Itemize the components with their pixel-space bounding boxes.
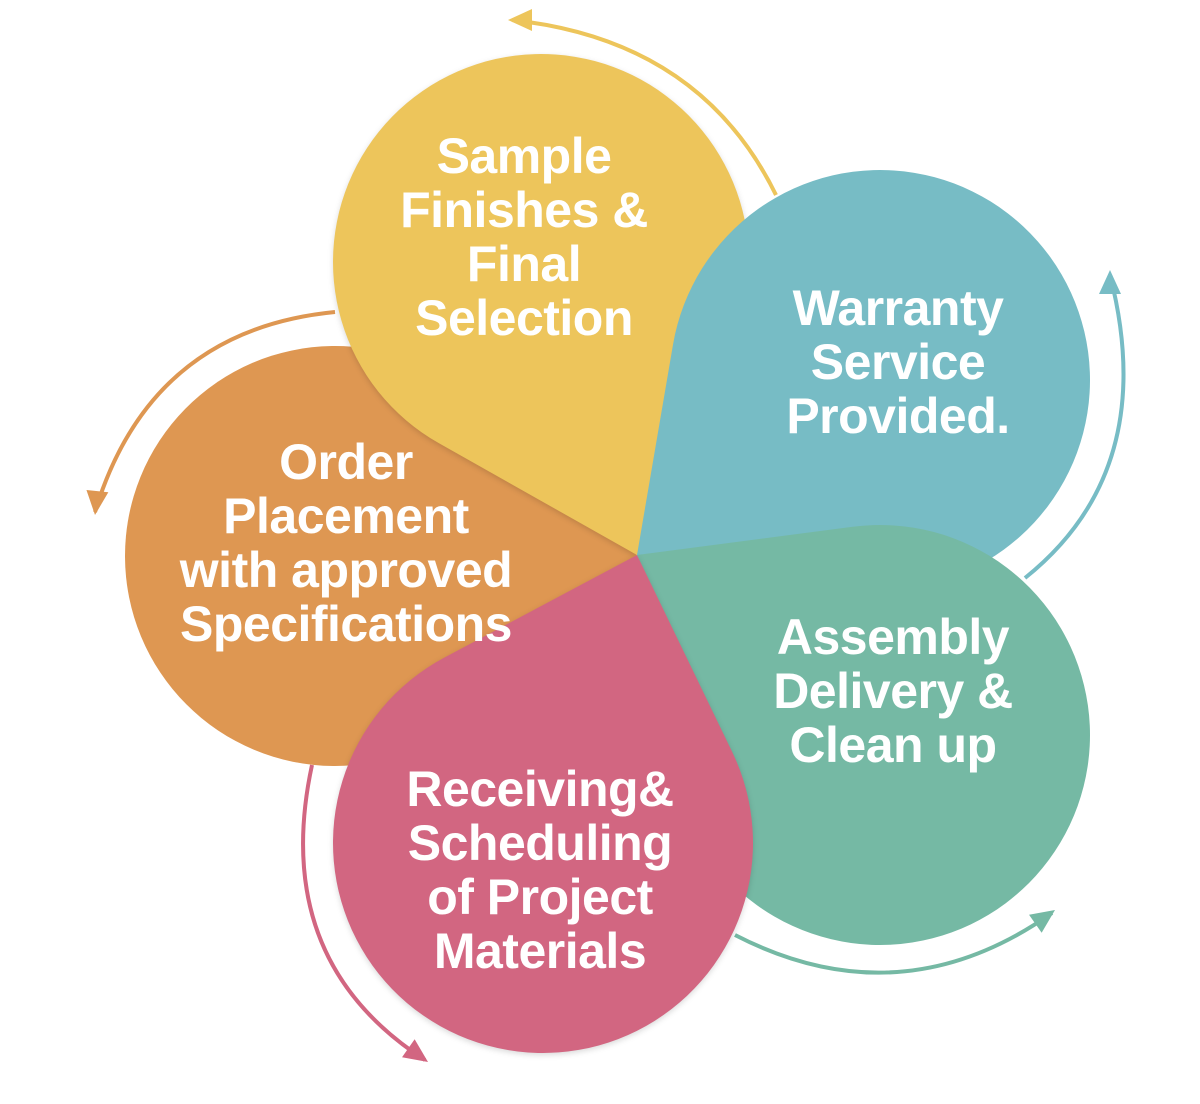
arrowhead-icon bbox=[86, 490, 109, 515]
label-line: Specifications bbox=[179, 596, 513, 652]
stage-label-receiving: Receiving& Scheduling of Project Materia… bbox=[406, 761, 674, 979]
label-line: Delivery & bbox=[773, 663, 1013, 719]
label-line: Selection bbox=[415, 290, 633, 346]
label-line: Materials bbox=[433, 923, 647, 979]
label-line: Order bbox=[279, 434, 413, 490]
cycle-arrow-sample bbox=[511, 18, 778, 196]
label-line: Placement bbox=[223, 488, 469, 544]
label-line: Sample bbox=[436, 128, 612, 184]
cycle-arrow-warranty bbox=[1023, 274, 1126, 580]
petal-sample bbox=[333, 53, 749, 555]
stage-label-sample: Sample Finishes & Final Selection bbox=[400, 129, 648, 345]
arrowhead-icon bbox=[402, 1039, 428, 1062]
label-line: of Project bbox=[427, 869, 653, 925]
cycle-arrow-assembly bbox=[734, 911, 1054, 975]
label-line: Scheduling bbox=[407, 815, 673, 871]
petal-warranty bbox=[637, 170, 1090, 590]
label-line: with approved bbox=[179, 542, 513, 598]
label-line: Receiving& bbox=[406, 761, 674, 817]
label-line: Finishes & bbox=[400, 182, 648, 238]
arrowhead-icon bbox=[508, 9, 532, 31]
label-line: Assembly bbox=[776, 609, 1010, 665]
stage-label-order: Order Placement with approved Specificat… bbox=[179, 434, 513, 652]
stage-label-assembly: Assembly Delivery & Clean up bbox=[773, 610, 1013, 772]
arrowhead-icon bbox=[1029, 910, 1055, 933]
label-line: Clean up bbox=[789, 717, 997, 773]
arrowhead-icon bbox=[1099, 270, 1121, 294]
label-line: Final bbox=[466, 236, 582, 292]
stage-label-warranty: Warranty Service Provided. bbox=[786, 280, 1010, 444]
cycle-arrow-receiving bbox=[301, 764, 427, 1062]
petal-receiving bbox=[333, 555, 753, 1053]
label-line: Provided. bbox=[786, 388, 1010, 444]
label-line: Service bbox=[810, 334, 986, 390]
cycle-arrow-order bbox=[93, 310, 336, 513]
label-line: Warranty bbox=[792, 280, 1004, 336]
